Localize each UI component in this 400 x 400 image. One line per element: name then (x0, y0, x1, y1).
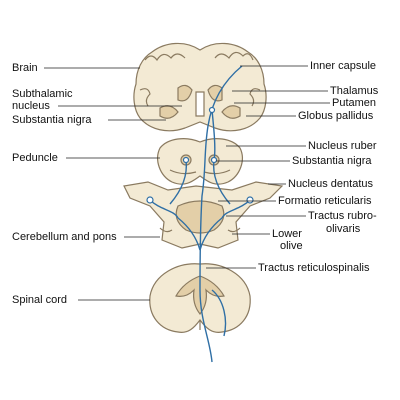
label-tractus-rubro-olivaris-line1: Tractus rubro- (308, 210, 377, 222)
label-formatio-reticularis: Formatio reticularis (278, 195, 372, 207)
label-globus-pallidus: Globus pallidus (298, 110, 374, 122)
label-nucleus-ruber: Nucleus ruber (308, 140, 377, 152)
label-substantia-nigra-left: Substantia nigra (12, 114, 92, 126)
brain-section (133, 42, 267, 132)
label-peduncle: Peduncle (12, 152, 58, 164)
label-brain: Brain (12, 62, 38, 74)
label-inner-capsule: Inner capsule (310, 60, 377, 72)
pathway-nodes (146, 106, 254, 204)
label-substantia-nigra-right: Substantia nigra (292, 155, 372, 167)
label-lower-olive-line2: olive (280, 240, 303, 252)
label-nucleus-dentatus: Nucleus dentatus (288, 178, 373, 190)
label-thalamus: Thalamus (330, 85, 379, 97)
label-subthalamic-nucleus-line2: nucleus (12, 100, 50, 112)
label-cerebellum-pons: Cerebellum and pons (12, 231, 117, 243)
label-tractus-rubro-olivaris-line2: olivaris (326, 223, 361, 235)
label-lower-olive-line1: Lower (272, 228, 302, 240)
leader-lines (44, 65, 330, 301)
label-tractus-reticulospinalis: Tractus reticulospinalis (258, 262, 370, 274)
label-putamen: Putamen (332, 97, 377, 109)
label-spinal-cord: Spinal cord (12, 294, 68, 306)
label-subthalamic-nucleus-line1: Subthalamic (12, 88, 73, 100)
cerebellum-pons-section (123, 181, 284, 249)
